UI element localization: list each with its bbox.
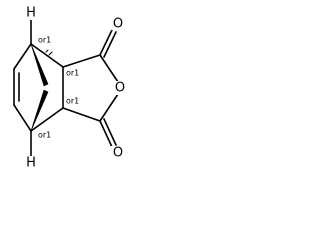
atom-h-top: H — [26, 6, 36, 21]
bond-carbonyl-bottom-to-ring-o — [99, 93, 119, 122]
stereo-label-c1: or1 — [66, 69, 79, 78]
stereo-label-c2: or1 — [66, 97, 79, 106]
bond-alkene-to-c-bottom — [13, 104, 32, 132]
stereo-labels: or1 or1 or1 or1 — [38, 36, 79, 140]
atom-o-ring: O — [115, 81, 125, 96]
atom-labels: H H O O O — [24, 6, 127, 171]
stereo-label-c-bottom: or1 — [38, 131, 51, 140]
bond-carbonyl-bottom-double-a — [99, 120, 113, 148]
bond-c2-to-carbonyl-bottom — [62, 107, 101, 122]
bond-bridge-top-wedge — [30, 43, 49, 87]
bond-c-top-to-c1 — [30, 43, 64, 68]
bond-c1-to-carbonyl-top — [62, 54, 101, 68]
chemical-structure-diagram: H H O O O or1 or1 or1 or1 — [13, 6, 127, 171]
bond-c-top-to-alkene — [13, 43, 32, 70]
atom-h-bottom: H — [26, 156, 36, 171]
bond-bridge-bottom-wedge — [30, 89, 49, 132]
bond-carbonyl-top-double-a — [99, 29, 113, 56]
bond-carbonyl-top-double-b — [103, 31, 117, 58]
stereo-label-c-top: or1 — [38, 36, 51, 45]
bond-group — [13, 19, 119, 157]
atom-o-carbonyl-top: O — [113, 17, 123, 32]
bond-c-bottom-to-c2 — [30, 107, 64, 132]
bond-carbonyl-bottom-double-b — [103, 118, 117, 146]
bond-carbonyl-top-to-ring-o — [99, 54, 119, 83]
atom-o-carbonyl-bottom: O — [113, 146, 123, 161]
hashed-bond-c1 — [45, 49, 53, 56]
